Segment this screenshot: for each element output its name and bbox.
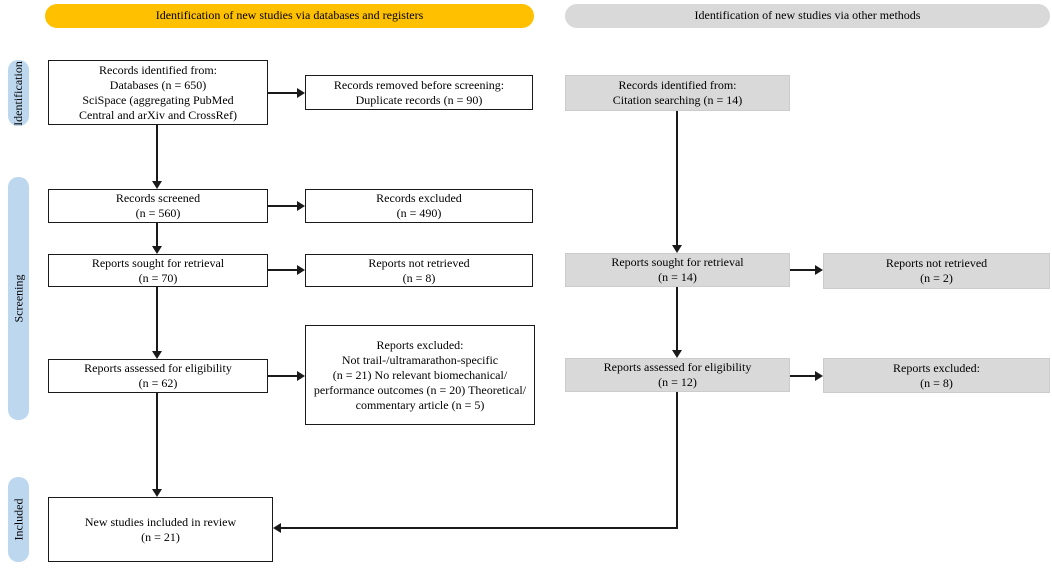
arrowhead-down-icon (152, 246, 162, 254)
connector-screened-to-excluded (268, 205, 297, 207)
arrowhead-right-icon (815, 371, 823, 381)
header-databases-registers: Identification of new studies via databa… (45, 4, 534, 28)
stage-identification-label: Identification (11, 60, 26, 126)
stage-identification: Identification (8, 60, 29, 126)
stage-included: Included (8, 477, 29, 562)
box-reports-excluded-reasons: Reports excluded: Not trail-/ultramarath… (305, 325, 535, 425)
box-reports-assessed-eligibility: Reports assessed for eligibility (n = 62… (48, 359, 268, 393)
box-records-screened: Records screened (n = 560) (48, 189, 268, 223)
box-reports-assessed-eligibility-other: Reports assessed for eligibility (n = 12… (565, 358, 790, 392)
box-reports-sought-retrieval: Reports sought for retrieval (n = 70) (48, 254, 268, 287)
arrowhead-down-icon (152, 489, 162, 497)
connector-assessed-to-included (156, 393, 158, 489)
connector-screened-to-sought (156, 223, 158, 246)
box-reports-excluded-other: Reports excluded: (n = 8) (823, 358, 1050, 393)
connector-citation-to-sought-other (676, 111, 678, 245)
arrowhead-right-icon (297, 371, 305, 381)
arrowhead-right-icon (297, 201, 305, 211)
connector-assessed-to-excludedreasons (268, 375, 297, 377)
arrowhead-right-icon (297, 265, 305, 275)
arrowhead-down-icon (152, 181, 162, 189)
box-new-studies-included: New studies included in review (n = 21) (48, 497, 273, 562)
connector-other-to-included-horizontal (281, 527, 678, 529)
box-records-identified-citation: Records identified from: Citation search… (565, 75, 790, 111)
stage-included-label: Included (11, 498, 26, 541)
box-records-identified-databases: Records identified from: Databases (n = … (48, 60, 268, 125)
connector-sought-to-assessed-other (676, 287, 678, 350)
box-reports-not-retrieved: Reports not retrieved (n = 8) (305, 254, 533, 287)
connector-sought-to-notretrieved-other (790, 269, 815, 271)
box-reports-sought-retrieval-other: Reports sought for retrieval (n = 14) (565, 253, 790, 287)
arrowhead-down-icon (152, 351, 162, 359)
connector-identified-to-screened (156, 125, 158, 181)
connector-sought-to-assessed (156, 287, 158, 351)
connector-sought-to-notretrieved (268, 269, 297, 271)
box-records-excluded: Records excluded (n = 490) (305, 189, 533, 223)
stage-screening: Screening (8, 177, 29, 420)
arrowhead-left-icon (273, 523, 281, 533)
header-other-methods: Identification of new studies via other … (565, 4, 1050, 28)
connector-assessed-to-excluded-other (790, 375, 815, 377)
box-records-removed-before-screening: Records removed before screening: Duplic… (305, 75, 533, 110)
stage-screening-label: Screening (11, 274, 26, 323)
box-reports-not-retrieved-other: Reports not retrieved (n = 2) (823, 253, 1050, 289)
connector-identified-to-removed (268, 92, 297, 94)
arrowhead-right-icon (297, 88, 305, 98)
connector-other-to-included-vertical (676, 392, 678, 528)
arrowhead-down-icon (672, 245, 682, 253)
arrowhead-right-icon (815, 265, 823, 275)
arrowhead-down-icon (672, 350, 682, 358)
